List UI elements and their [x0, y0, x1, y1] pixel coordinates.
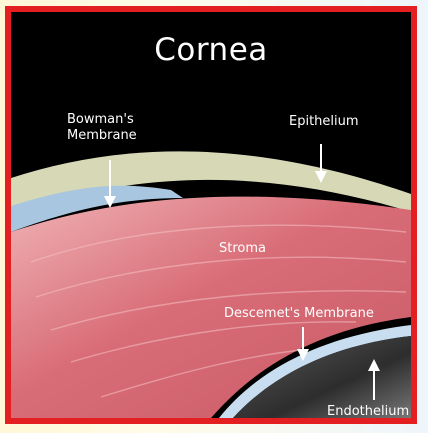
cornea-illustration: [11, 12, 411, 418]
epithelium-label: Epithelium: [289, 114, 359, 130]
stroma-label: Stroma: [219, 241, 266, 257]
bowman-label: Bowman's Membrane: [67, 112, 137, 144]
descemet-label: Descemet's Membrane: [224, 306, 374, 322]
endothelium-label: Endothelium: [327, 404, 409, 420]
diagram-title: Cornea: [11, 32, 411, 68]
diagram-frame: Cornea Bowman's Membrane Epithelium Stro…: [5, 6, 417, 424]
